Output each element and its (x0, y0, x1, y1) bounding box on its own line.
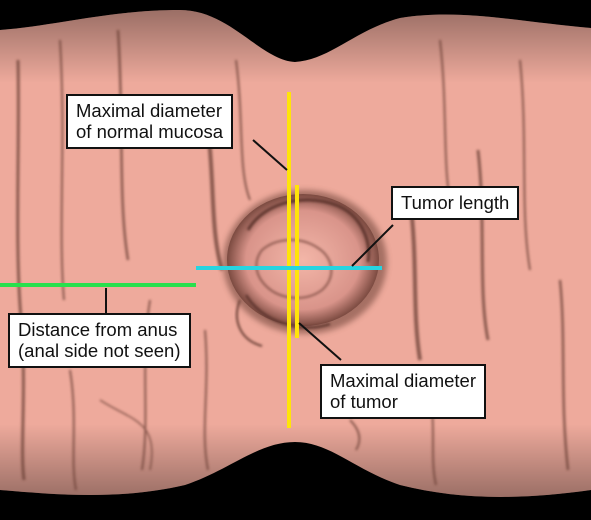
label-line: Distance from anus (18, 319, 178, 340)
label-line: Maximal diameter (330, 370, 476, 391)
leader-lines (105, 139, 394, 361)
label-line: of normal mucosa (76, 121, 224, 142)
label-distance-from-anus: Distance from anus (anal side not seen) (8, 313, 191, 368)
leader-tumor-diameter (298, 322, 342, 361)
label-tumor-diameter: Maximal diameter of tumor (320, 364, 486, 419)
label-normal-mucosa-diameter: Maximal diameter of normal mucosa (66, 94, 234, 149)
label-line: Maximal diameter (76, 100, 222, 121)
tumor-mass (223, 190, 387, 347)
label-line: of tumor (330, 391, 398, 412)
label-tumor-length: Tumor length (391, 186, 520, 220)
leader-normal-mucosa (252, 139, 288, 171)
label-line: (anal side not seen) (18, 340, 181, 361)
label-line: Tumor length (401, 192, 510, 213)
leader-tumor-length (351, 224, 394, 267)
